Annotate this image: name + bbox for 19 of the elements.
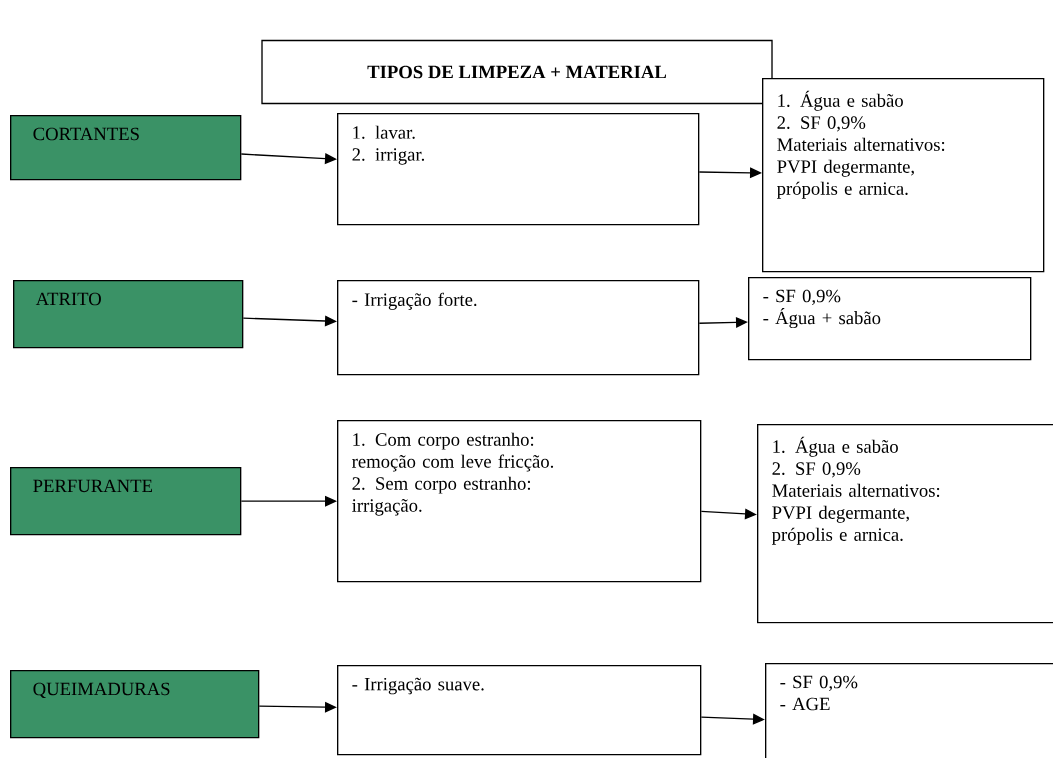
arrow (700, 713, 765, 725)
arrow (698, 316, 748, 328)
material-box: - SF 0,9% - AGE (765, 663, 1053, 758)
category-box: ATRITO (13, 280, 244, 349)
arrow (258, 701, 337, 713)
material-box: 1. Água e sabão 2. SF 0,9% Materiais alternativos: PVPI degermante, própolis e arnica. (762, 78, 1045, 273)
procedure-box: - Irrigação suave. (337, 665, 702, 756)
arrow (700, 508, 757, 520)
title-box: TIPOS DE LIMPEZA + MATERIAL (261, 39, 773, 105)
procedure-box: 1. Com corpo estranho: remoção com leve fricção. 2. Sem corpo estranho: irrigação. (337, 420, 702, 583)
category-box: QUEIMADURAS (10, 670, 260, 739)
procedure-box: 1. lavar. 2. irrigar. (337, 113, 700, 226)
category-box: PERFURANTE (10, 467, 242, 536)
arrow (242, 315, 337, 327)
category-box: CORTANTES (10, 115, 242, 181)
material-box: 1. Água e sabão 2. SF 0,9% Materiais alternativos: PVPI degermante, própolis e arnica. (757, 424, 1053, 624)
arrow (240, 495, 337, 507)
procedure-box: - Irrigação forte. (337, 280, 700, 376)
material-box: - SF 0,9% - Água + sabão (748, 277, 1032, 361)
